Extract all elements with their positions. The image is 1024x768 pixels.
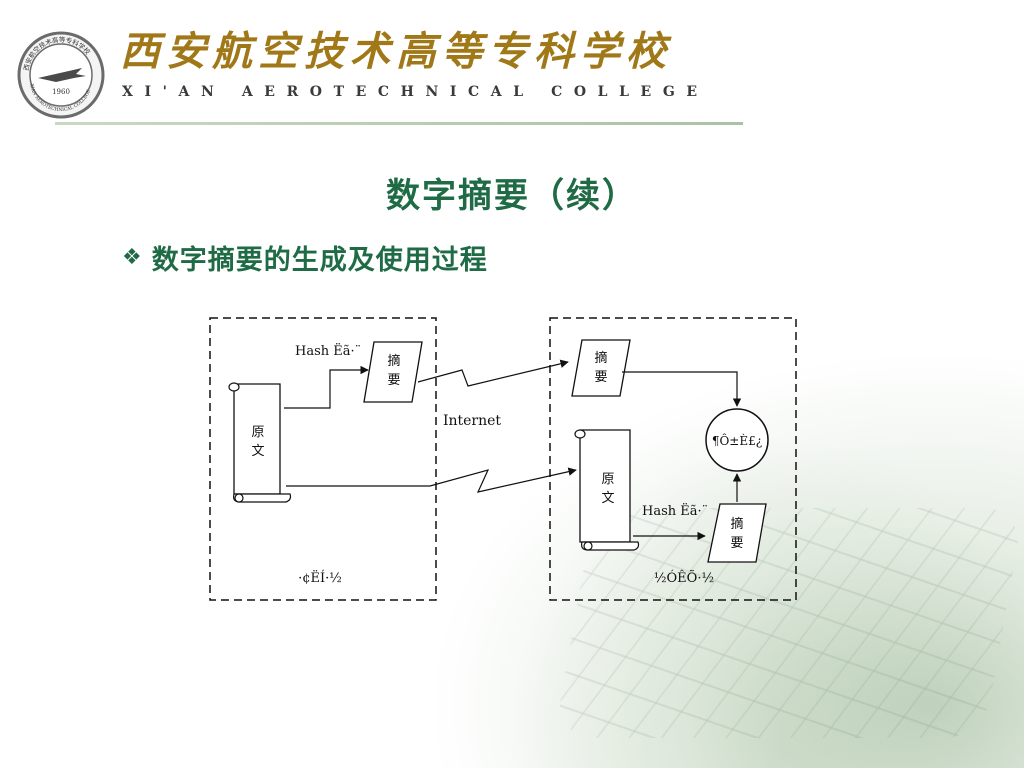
sender-original-scroll [228,382,292,503]
network-label: Internet [443,413,501,429]
sender-digest-line2: 要 [387,373,400,388]
receiver-digest-top-line2: 要 [594,370,607,385]
sender-original-line1: 原 [251,425,264,440]
receiver-digest-bottom-line2: 要 [730,536,743,551]
header-divider [55,122,743,125]
receiver-hash-label: Hash Ëã·¨ [642,502,708,519]
sender-hash-label: Hash Ëã·¨ [295,342,361,359]
sender-original-line2: 文 [251,444,264,459]
receiver-original-line1: 原 [601,472,614,487]
receiver-digest-top-line1: 摘 [594,350,607,366]
receiver-box [549,317,797,601]
compare-circle [705,408,769,472]
receiver-original-line2: 文 [601,491,614,506]
receiver-digest-bottom-box [707,503,767,563]
receiver-original-scroll [574,429,640,551]
bullet-item: ❖ 数字摘要的生成及使用过程 [122,238,488,277]
receiver-caption: ½ÓÊÕ·½ [654,569,714,586]
college-name-cn: 西安航空技术高等专科学校 [120,28,672,75]
compare-label: ¶Ô±È£¿ [712,432,762,448]
sender-box [209,317,437,601]
digest-process-diagram: Internet Hash Ëã·¨ 摘 要 原 文 ·¢ËÍ·½ 摘 要 ¶Ô… [209,317,797,601]
sender-digest-line1: 摘 [387,353,400,369]
receiver-digest-bottom-line1: 摘 [730,516,743,532]
receiver-digest-top-box [571,339,631,397]
college-name-en: XI'AN AEROTECHNICAL COLLEGE [122,84,709,100]
bullet-text: 数字摘要的生成及使用过程 [151,245,488,276]
diamond-bullet-icon: ❖ [122,245,142,270]
college-seal-logo: 1960 西安航空技术高等专科学校 XIAN AEROTECHNICAL COL… [17,31,105,119]
slide-title: 数字摘要（续） [386,176,638,216]
sender-digest-box [363,341,423,403]
sender-caption: ·¢ËÍ·½ [298,569,342,586]
seal-year: 1960 [52,88,70,96]
